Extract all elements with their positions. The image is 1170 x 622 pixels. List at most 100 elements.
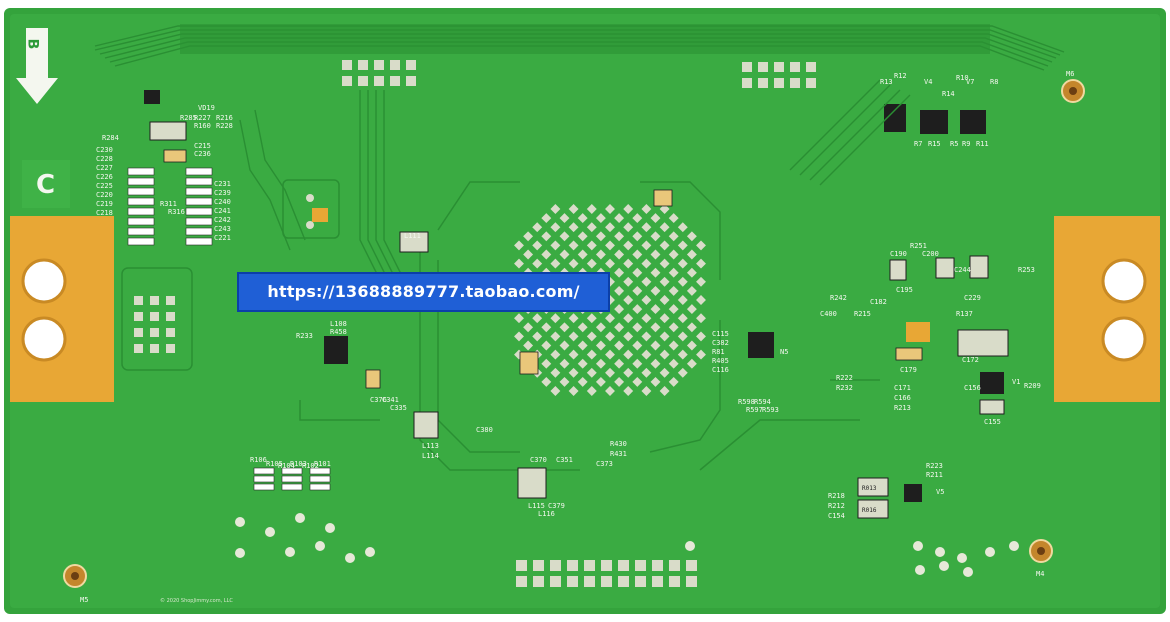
- cap-c378: [653, 189, 673, 207]
- silk-r242: R242: [830, 294, 847, 302]
- silk-c351: C351: [556, 456, 573, 464]
- bga-pad: [541, 249, 552, 260]
- bga-pad: [677, 222, 688, 233]
- bga-pad: [641, 367, 652, 378]
- bga-pad: [696, 240, 706, 251]
- bga-pad: [650, 231, 661, 242]
- left-hole-top: [21, 258, 67, 304]
- bga-pad: [650, 267, 661, 278]
- bga-pad: [614, 358, 625, 369]
- bga-pad: [586, 386, 597, 396]
- bga-pad: [623, 349, 634, 360]
- bga-pad: [568, 331, 579, 342]
- bga-pad: [614, 231, 625, 242]
- bga-pad: [696, 295, 706, 305]
- bga-pad: [650, 340, 661, 351]
- left-pad-cluster: [134, 296, 175, 353]
- bga-pad: [559, 358, 570, 369]
- silk-c335: C335: [390, 404, 407, 412]
- cap-c190: [889, 259, 907, 281]
- silk-c156: C156: [964, 384, 981, 392]
- silk-v4: V4: [924, 78, 932, 86]
- silk-c220: C220: [96, 191, 113, 199]
- bga-pad: [568, 367, 579, 378]
- bga-pad: [550, 204, 561, 214]
- bga-pad: [668, 376, 679, 387]
- silk-r9: R9: [962, 140, 970, 148]
- top-connector-strip: [180, 24, 990, 54]
- bga-pad: [550, 313, 561, 324]
- cap-cluster-right: [957, 329, 1009, 357]
- silk-r105: R105: [266, 460, 283, 468]
- bga-pad: [659, 222, 670, 233]
- bga-pad: [586, 313, 597, 324]
- silk-c231: C231: [214, 180, 231, 188]
- bga-pad: [514, 331, 524, 342]
- left-pad-cluster-outline: [121, 267, 193, 371]
- bga-pad: [550, 240, 561, 251]
- silk-c243: C243: [214, 225, 231, 233]
- silk-c182: C182: [870, 298, 887, 306]
- silk-c341: C341: [382, 396, 399, 404]
- silk-l113: L113: [422, 442, 439, 450]
- silk-r458: R458: [330, 328, 347, 336]
- bga-pad: [686, 231, 697, 242]
- resistor-pack-top-left: [149, 121, 187, 141]
- left-hole-bottom: [21, 316, 67, 362]
- silk-r8: R8: [990, 78, 998, 86]
- corner-marker-c: C: [36, 170, 56, 200]
- silk-c228: C228: [96, 155, 113, 163]
- silk-c373: C373: [596, 460, 613, 468]
- cap-top-left: [163, 149, 187, 163]
- bga-pad: [623, 240, 634, 251]
- bga-pad: [605, 386, 615, 396]
- bga-pad: [632, 231, 643, 242]
- top-pad-grid-right: [742, 62, 816, 88]
- small-module: [282, 179, 340, 239]
- bga-pad: [641, 349, 652, 360]
- bga-pad: [586, 349, 597, 360]
- bga-pad: [686, 285, 697, 296]
- silk-r14: R14: [942, 90, 955, 98]
- silk-r10: R10: [956, 74, 969, 82]
- silk-r316: R316: [168, 208, 185, 216]
- bga-pad: [659, 331, 670, 342]
- silk-c380: C380: [476, 426, 493, 434]
- bga-pad-array: [514, 204, 706, 396]
- silk-c400: C400: [820, 310, 837, 318]
- bga-pad: [623, 222, 634, 233]
- corner-c-pad: [22, 160, 70, 208]
- upper-right-traces: [239, 79, 911, 281]
- silk-r13: R13: [880, 78, 893, 86]
- bga-pad: [568, 204, 579, 214]
- bga-pad: [532, 240, 543, 251]
- bga-pad: [550, 367, 561, 378]
- arrow-marker-b: B: [24, 38, 41, 50]
- silk-r594: R594: [754, 398, 771, 406]
- gold-small-pad: [906, 322, 930, 342]
- silk-c155: C155: [984, 418, 1001, 426]
- bga-pad: [568, 386, 579, 396]
- silk-c379: C379: [548, 502, 565, 510]
- bga-pad: [623, 313, 634, 324]
- bga-pad: [568, 313, 579, 324]
- bga-pad: [595, 231, 606, 242]
- bga-pad: [650, 249, 661, 260]
- silk-c225: C225: [96, 182, 113, 190]
- bga-pad: [641, 204, 652, 214]
- bga-pad: [568, 349, 579, 360]
- bga-pad: [668, 358, 679, 369]
- bga-pad: [623, 258, 634, 269]
- silk-r101: R101: [314, 460, 331, 468]
- bga-pad: [641, 331, 652, 342]
- bottom-pad-row: [516, 560, 697, 587]
- silk-r104: R104: [278, 462, 295, 470]
- silk-m6: M6: [1066, 70, 1074, 78]
- bga-pad: [632, 213, 643, 224]
- bga-pad: [586, 222, 597, 233]
- silk-m5: M5: [80, 596, 88, 604]
- bga-pad: [632, 376, 643, 387]
- bga-pad: [523, 231, 534, 242]
- silk-r013: R013: [862, 485, 877, 492]
